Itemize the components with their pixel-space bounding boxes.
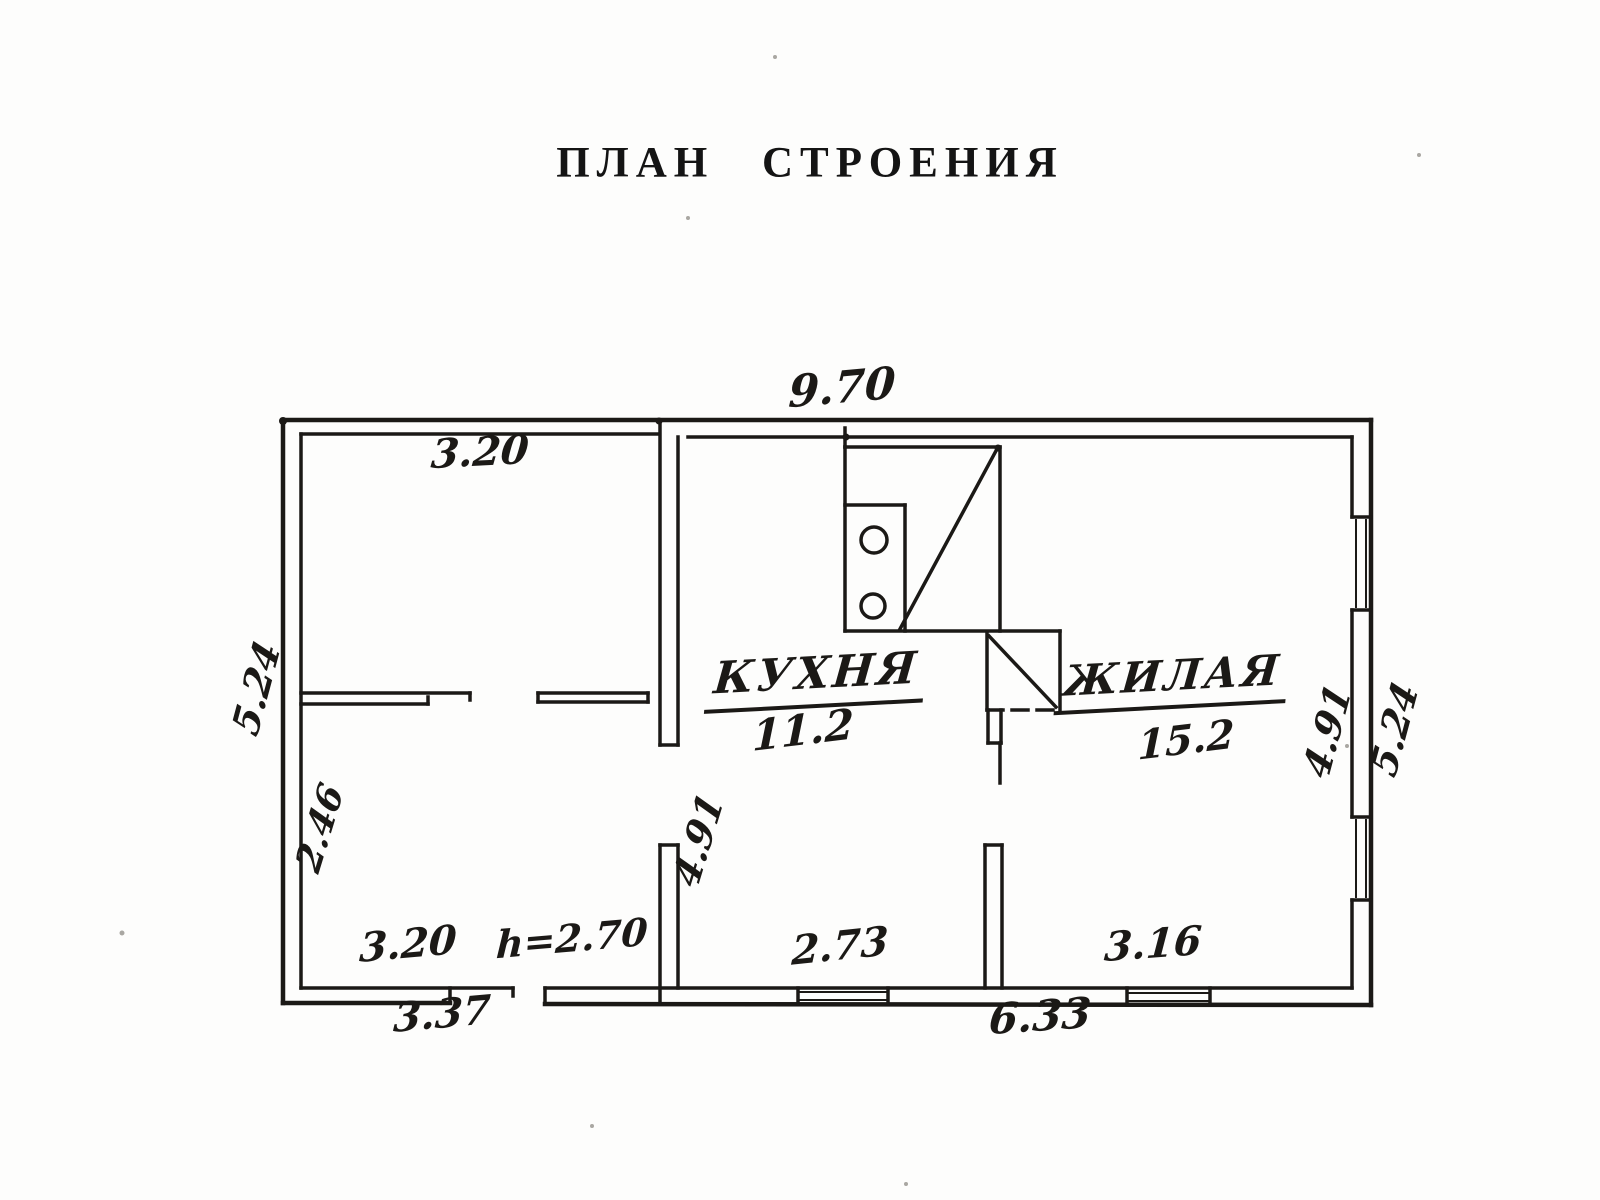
inner-walls — [299, 418, 1354, 1006]
dim-left-room-width-bottom: 3.20 — [358, 916, 458, 972]
window-ticks — [796, 515, 1373, 1007]
paper-specks — [119, 55, 1421, 1186]
dim-right-section-width-bottom: 6.33 — [987, 987, 1093, 1045]
dim-left-room-width-outer-bottom: 3.37 — [392, 986, 492, 1042]
page-title: ПЛАН СТРОЕНИЯ — [556, 139, 1064, 187]
dim-living-width-bottom: 3.16 — [1102, 916, 1204, 972]
dim-overall-width-top: 9.70 — [787, 357, 897, 419]
dim-left-room-width-top: 3.20 — [429, 425, 531, 479]
room-name-living: ЖИЛАЯ — [1053, 644, 1291, 716]
window-panes — [799, 519, 1367, 1002]
ink-blobs — [279, 417, 1002, 452]
stove-icon — [843, 426, 1062, 745]
